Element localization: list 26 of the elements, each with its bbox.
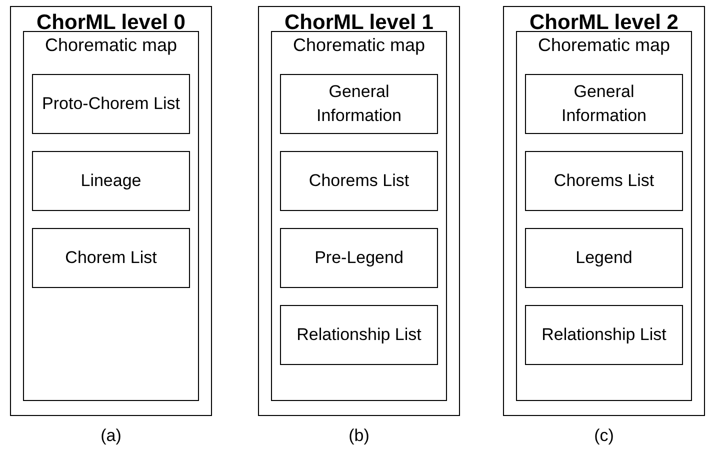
panel-title: ChorML level 2 [528, 11, 680, 35]
level-panel [10, 6, 212, 416]
section-box: Legend [525, 228, 683, 288]
panel-heading: Chorematic map [536, 35, 672, 56]
panel-title: ChorML level 0 [36, 11, 186, 35]
map-panel [516, 31, 692, 401]
section-box: General Information [525, 74, 683, 134]
figure-caption: (c) [593, 426, 615, 446]
section-box: Chorem List [32, 228, 190, 288]
panel-heading: Chorematic map [44, 35, 178, 56]
section-box: Relationship List [525, 305, 683, 365]
level-panel [258, 6, 460, 416]
section-box: Pre-Legend [280, 228, 438, 288]
section-box: Chorems List [280, 151, 438, 211]
section-box: Proto-Chorem List [32, 74, 190, 134]
map-panel [271, 31, 447, 401]
section-box: Relationship List [280, 305, 438, 365]
section-box: Chorems List [525, 151, 683, 211]
map-panel [23, 31, 199, 401]
panel-heading: Chorematic map [292, 35, 426, 56]
section-box: Lineage [32, 151, 190, 211]
figure-caption: (a) [100, 426, 122, 446]
level-panel [503, 6, 705, 416]
section-box: General Information [280, 74, 438, 134]
panel-title: ChorML level 1 [284, 11, 434, 35]
figure-caption: (b) [348, 426, 370, 446]
